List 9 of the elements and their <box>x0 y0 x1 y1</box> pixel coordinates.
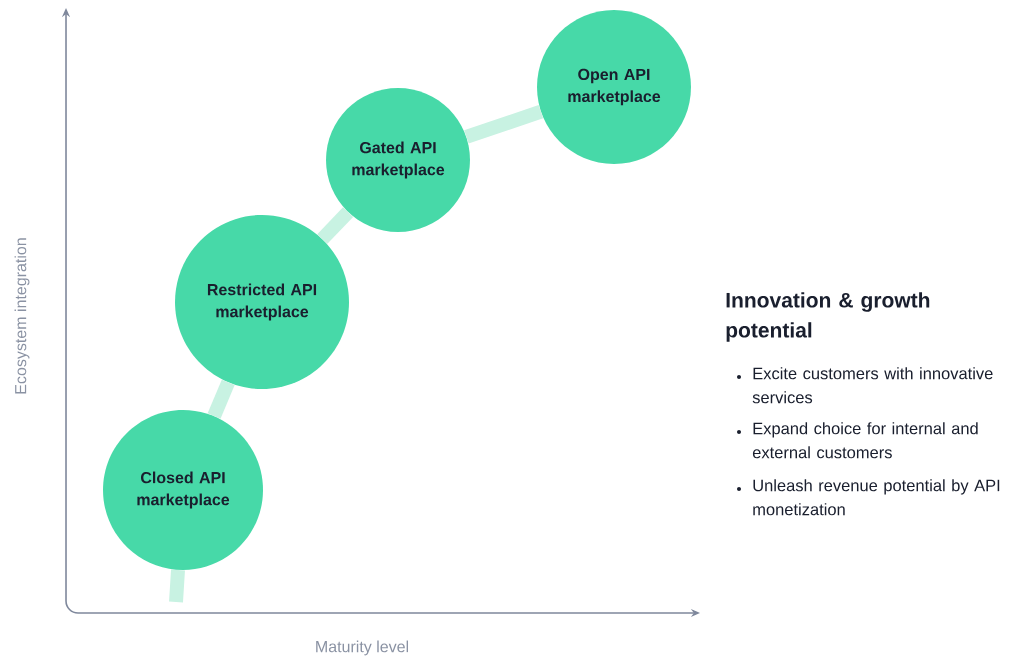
curve-segment <box>207 379 235 419</box>
heading: Innovation & growth potential <box>726 292 930 342</box>
bullet-text: Unleash revenue potential by API monetization <box>753 479 1000 516</box>
axis-label: Ecosystem integration <box>14 238 30 394</box>
bullet-text: Excite customers with innovative services <box>752 367 993 404</box>
curve-segment <box>464 105 544 144</box>
axis-label: Maturity level <box>316 640 409 656</box>
curve-segment <box>317 207 354 244</box>
bullet-text: Expand choice for internal and external customers <box>752 422 978 459</box>
